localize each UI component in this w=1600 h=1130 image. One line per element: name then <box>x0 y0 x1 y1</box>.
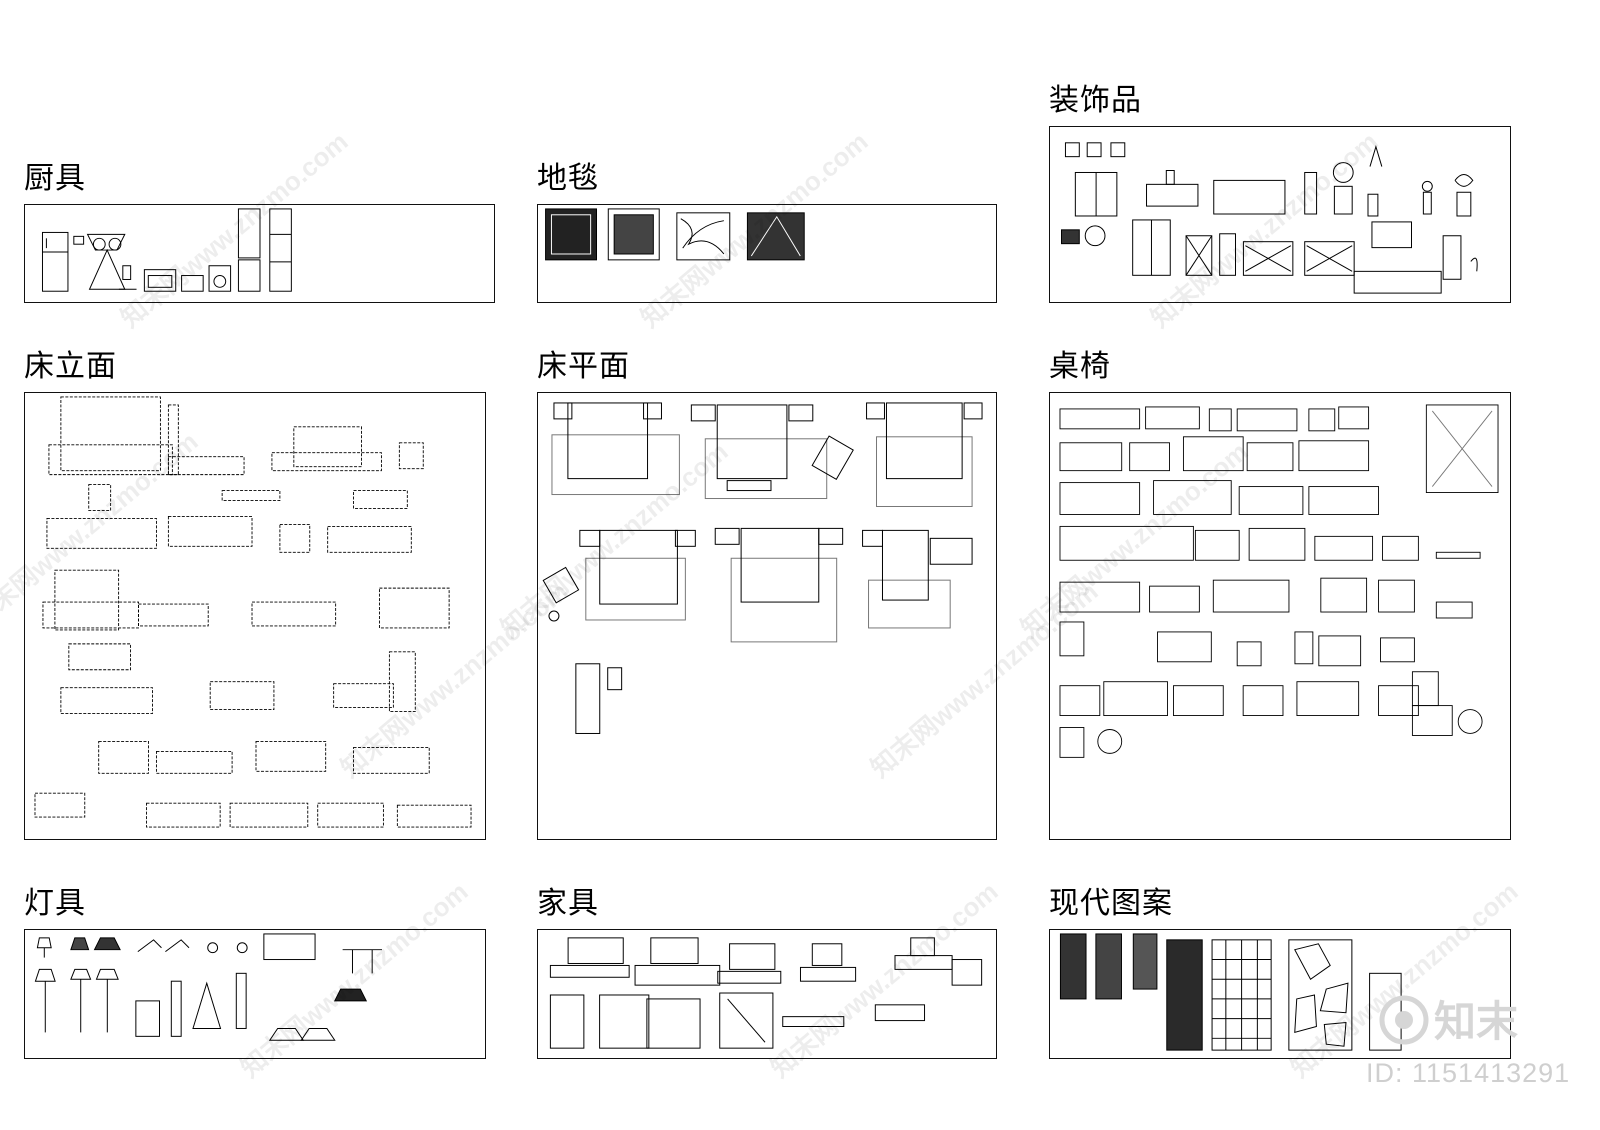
panel-decor <box>1049 126 1511 303</box>
panel-bed-elevation <box>24 392 486 840</box>
carpet-drawings <box>545 208 805 261</box>
tables-chairs-drawings <box>1059 404 1499 758</box>
furniture-drawings <box>549 937 983 1049</box>
title-decor: 装饰品 <box>1049 83 1142 118</box>
modern-patterns-drawings <box>1059 933 1402 1051</box>
chair-row-1 <box>1059 406 1370 432</box>
panel-lamps <box>24 929 486 1059</box>
kitchen-drawings <box>41 208 292 292</box>
panel-carpet <box>537 204 997 303</box>
title-bed-elevation: 床立面 <box>24 349 117 384</box>
decor-drawings <box>1061 142 1478 294</box>
title-modern-patterns: 现代图案 <box>1049 886 1173 921</box>
panel-furniture <box>537 929 997 1059</box>
panel-tables-chairs <box>1049 392 1511 840</box>
znzmo-logo: 知末 <box>1379 995 1518 1046</box>
title-bed-plan: 床平面 <box>537 349 630 384</box>
title-carpet: 地毯 <box>537 161 599 196</box>
image-id-label: ID: 1151413291 <box>1366 1058 1571 1088</box>
bed-plan-drawings <box>542 402 983 734</box>
panel-bed-plan <box>537 392 997 840</box>
title-lamps: 灯具 <box>24 886 86 921</box>
title-furniture: 家具 <box>537 886 599 921</box>
logo-text: 知末 <box>1434 997 1518 1046</box>
title-tables-chairs: 桌椅 <box>1049 349 1111 384</box>
bed-elevation-drawings <box>34 396 472 828</box>
lamps-drawings <box>34 933 383 1041</box>
title-kitchen: 厨具 <box>24 161 86 196</box>
panel-kitchen <box>24 204 495 303</box>
panel-modern-patterns <box>1049 929 1511 1059</box>
